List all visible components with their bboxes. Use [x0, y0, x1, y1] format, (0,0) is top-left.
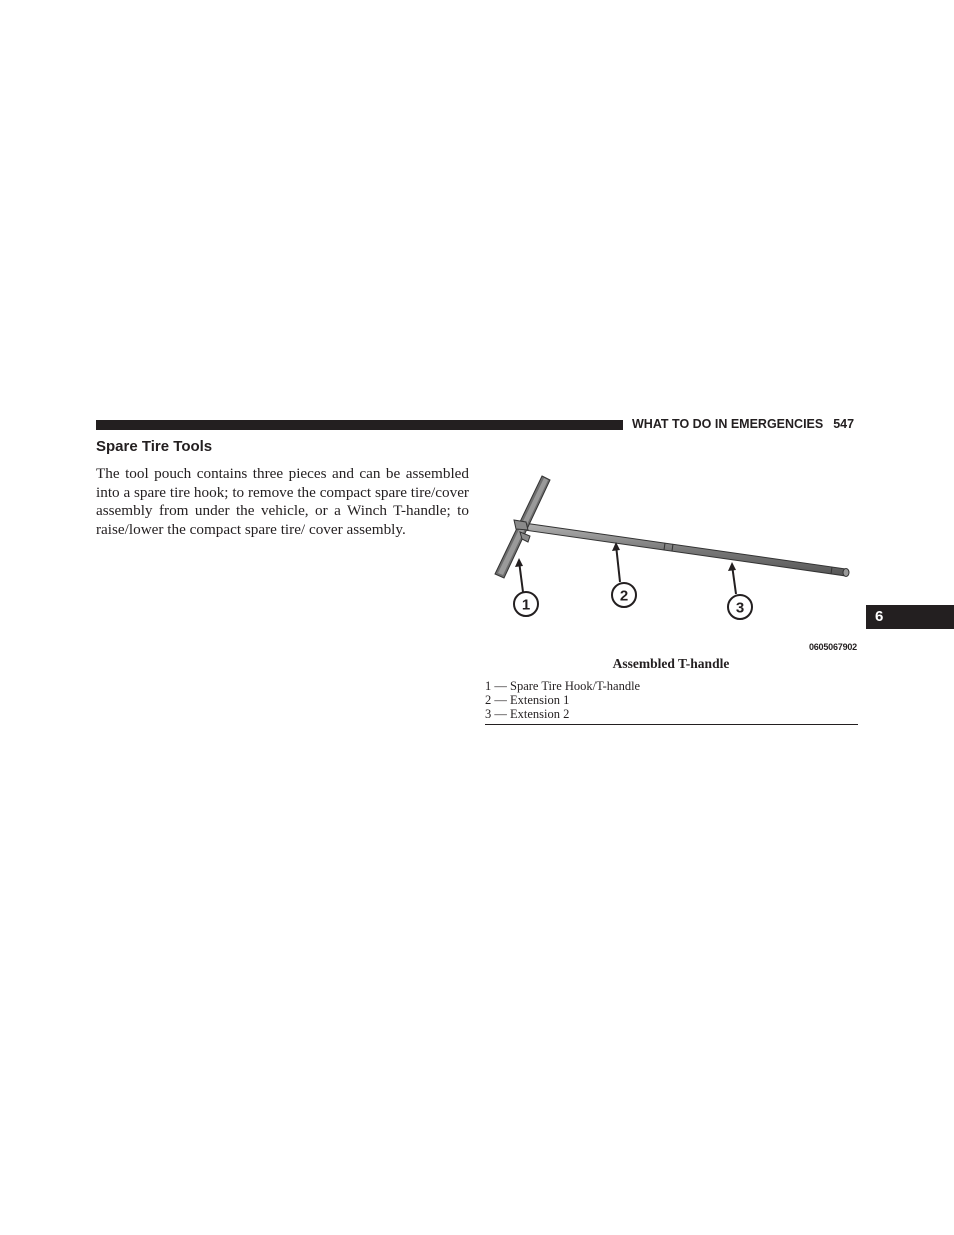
svg-text:2: 2 — [620, 588, 628, 605]
t-handle-hook-icon — [494, 475, 551, 579]
figure-code: 0605067902 — [808, 642, 857, 652]
legend-item: 2 — Extension 1 — [485, 693, 570, 707]
callout-3: 3 — [727, 562, 753, 620]
figure-legend: 1 — Spare Tire Hook/T-handle 2 — Extensi… — [485, 679, 858, 725]
legend-item: 3 — Extension 2 — [485, 707, 570, 721]
running-header: WHAT TO DO IN EMERGENCIES 547 — [632, 417, 854, 431]
callout-1: 1 — [513, 558, 539, 617]
svg-text:3: 3 — [736, 600, 744, 617]
t-handle-illustration: 1 2 3 — [484, 466, 858, 631]
extension-rod-icon — [516, 521, 850, 577]
callout-2: 2 — [611, 542, 637, 608]
header-section-title: WHAT TO DO IN EMERGENCIES — [632, 417, 824, 431]
svg-text:1: 1 — [522, 597, 530, 614]
legend-item: 1 — Spare Tire Hook/T-handle — [485, 679, 641, 693]
header-rule — [96, 420, 623, 430]
body-paragraph: The tool pouch contains three pieces and… — [96, 465, 469, 538]
page-number: 547 — [833, 417, 855, 431]
chapter-tab: 6 — [866, 605, 954, 629]
figure-caption: Assembled T-handle — [612, 656, 730, 671]
section-title: Spare Tire Tools — [96, 438, 213, 455]
